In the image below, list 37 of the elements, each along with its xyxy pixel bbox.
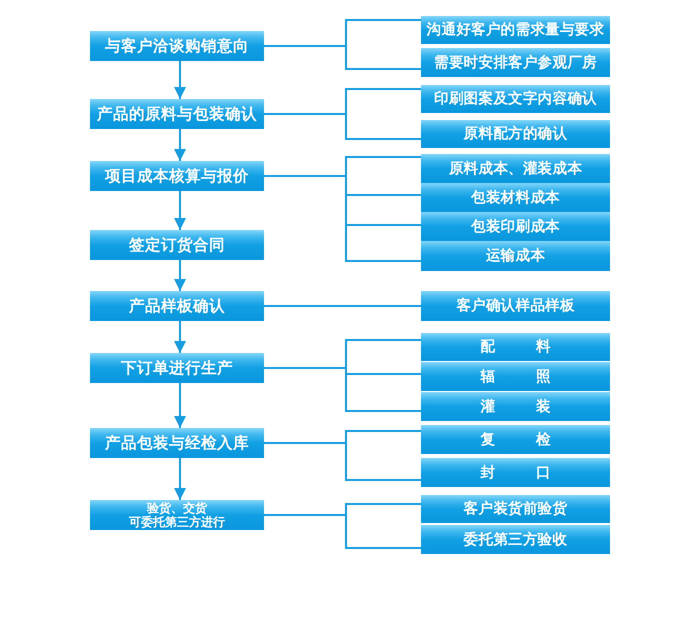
arrow xyxy=(174,129,186,161)
arrow xyxy=(174,191,186,230)
detail-box: 复 检 xyxy=(421,425,610,454)
detail-box: 包装材料成本 xyxy=(421,183,610,212)
connector-line xyxy=(264,514,421,549)
step-box: 签定订货合同 xyxy=(90,230,264,260)
connector-line xyxy=(264,305,421,307)
step-box: 产品样板确认 xyxy=(90,291,264,321)
detail-box: 原料配方的确认 xyxy=(421,120,610,148)
arrow xyxy=(174,260,186,291)
step-box: 产品的原料与包装确认 xyxy=(90,99,264,129)
detail-box: 需要时安排客户参观厂房 xyxy=(421,48,610,77)
detail-box: 配 料 xyxy=(421,333,610,361)
detail-box: 原料成本、灌装成本 xyxy=(421,154,610,183)
detail-box: 委托第三方验收 xyxy=(421,525,610,554)
detail-box: 包装印刷成本 xyxy=(421,212,610,241)
detail-box: 客户装货前验货 xyxy=(421,495,610,523)
detail-box: 运输成本 xyxy=(421,241,610,271)
step-box: 与客户洽谈购销意向 xyxy=(90,31,264,61)
arrow xyxy=(174,321,186,353)
connector-line xyxy=(264,367,421,412)
detail-box: 封 口 xyxy=(421,458,610,487)
step-box: 项目成本核算与报价 xyxy=(90,161,264,191)
detail-box: 沟通好客户的需求量与要求 xyxy=(421,16,610,44)
arrow xyxy=(174,458,186,500)
step-box: 验货、交货可委托第三方进行 xyxy=(90,500,264,530)
detail-box: 辐 照 xyxy=(421,362,610,391)
arrow xyxy=(174,383,186,428)
connector-line xyxy=(264,45,421,70)
detail-box: 灌 装 xyxy=(421,392,610,421)
connector-line xyxy=(264,175,421,262)
detail-box: 印刷图案及文字内容确认 xyxy=(421,85,610,113)
step-box: 产品包装与经检入库 xyxy=(90,428,264,458)
connector-line xyxy=(264,442,421,481)
arrow xyxy=(174,61,186,99)
detail-box: 客户确认样品样板 xyxy=(421,291,610,321)
step-box: 下订单进行生产 xyxy=(90,353,264,383)
